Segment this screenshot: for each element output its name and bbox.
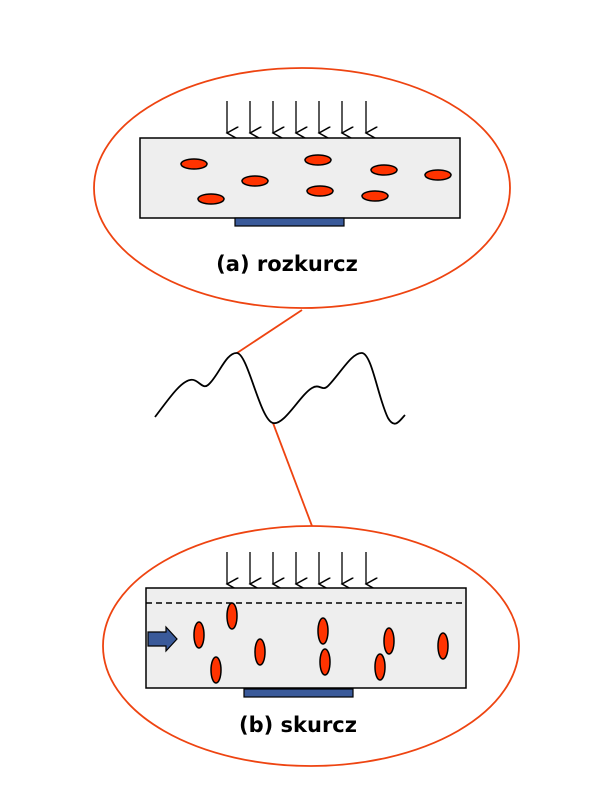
right-arrow-icon (147, 625, 178, 653)
inclusion (304, 154, 332, 166)
inclusion (424, 169, 452, 181)
caption-contraction: (b) skurcz (239, 713, 357, 737)
inclusion (241, 175, 269, 187)
tissue-block-top (139, 137, 461, 219)
inclusion (193, 621, 205, 649)
pressure-arrows-bottom (227, 552, 366, 584)
inclusion (437, 632, 449, 660)
inclusion (254, 638, 266, 666)
inclusion (361, 190, 389, 202)
inclusions-top (180, 154, 452, 205)
inclusion (317, 617, 329, 645)
inclusion (319, 648, 331, 676)
electrode-bar-top (234, 217, 345, 227)
magnifier-ellipse-bottom (102, 525, 520, 767)
inclusion (306, 185, 334, 197)
inclusion (383, 627, 395, 655)
inclusion (210, 656, 222, 684)
inclusion (374, 653, 386, 681)
magnifier-ellipse-top (93, 67, 511, 309)
inclusion (197, 193, 225, 205)
inclusion (370, 164, 398, 176)
connector-line-top (236, 309, 303, 354)
inclusions-bottom (193, 602, 449, 684)
inclusion (226, 602, 238, 630)
electrode-bar-bottom (243, 688, 354, 698)
panel-contraction: (b) skurcz (102, 525, 520, 767)
inclusion (180, 158, 208, 170)
pressure-arrows-top (227, 101, 366, 133)
panel-relaxation: (a) rozkurcz (93, 67, 511, 309)
caption-relaxation: (a) rozkurcz (216, 252, 358, 276)
pressure-waveform (154, 352, 406, 425)
connector-line-bottom (272, 422, 313, 527)
